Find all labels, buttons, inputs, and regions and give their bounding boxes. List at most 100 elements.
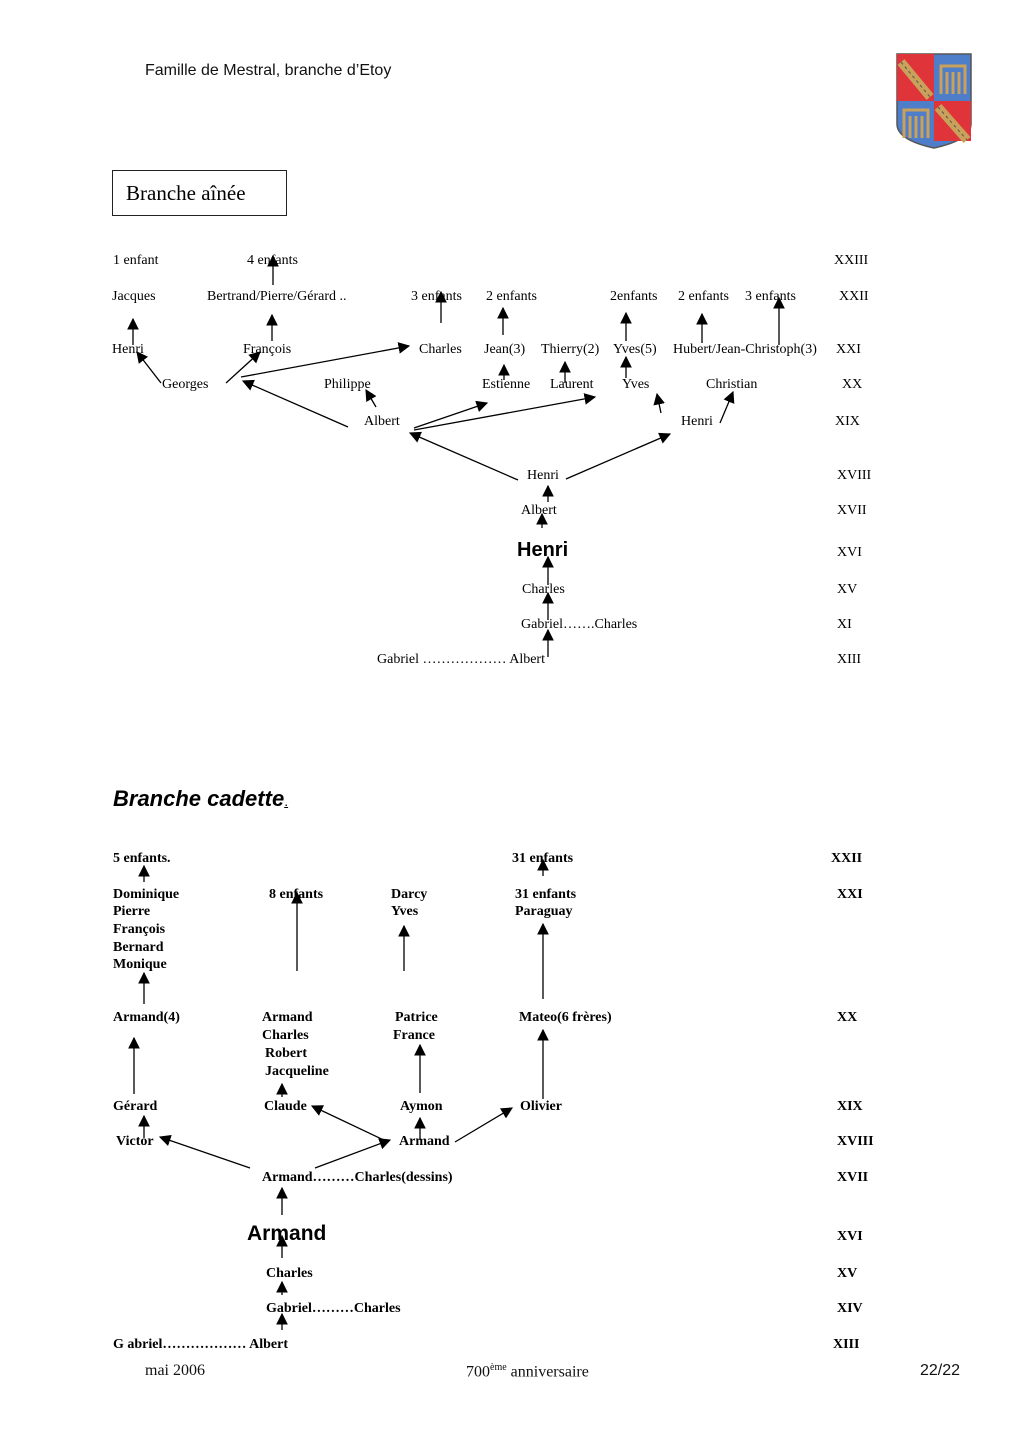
aine-generation-10: XIII xyxy=(837,652,861,667)
cadette-person-17: Patrice xyxy=(395,1010,438,1025)
cadette-person-25: Armand xyxy=(399,1134,450,1149)
cadette-labels: 5 enfants.31 enfantsDominiquePierreFranç… xyxy=(113,851,612,1352)
aine-person-6: 2enfants xyxy=(610,289,657,304)
aine-person-28: Gabriel…….Charles xyxy=(521,617,637,632)
aine-person-0: 1 enfant xyxy=(113,253,159,268)
cadette-person-2: Dominique xyxy=(113,887,179,902)
cadette-person-20: Gérard xyxy=(113,1099,158,1114)
aine-person-16: Georges xyxy=(162,377,208,392)
aine-arrow-10 xyxy=(365,388,377,408)
aine-person-23: Henri xyxy=(681,414,713,429)
aine-person-8: 3 enfants xyxy=(745,289,796,304)
aine-person-12: Jean(3) xyxy=(484,342,526,357)
aine-generation-4: XIX xyxy=(835,414,860,429)
aine-generation-8: XV xyxy=(837,582,857,597)
aine-person-18: Estienne xyxy=(482,377,530,392)
cadette-generation-7: XV xyxy=(837,1266,857,1281)
aine-arrows xyxy=(127,254,785,657)
cadette-person-15: Robert xyxy=(265,1046,307,1061)
aine-arrow-8 xyxy=(413,400,489,429)
branch-cadette-title: Branche cadette. xyxy=(113,786,289,811)
cadette-person-0: 5 enfants. xyxy=(113,851,171,866)
cadette-person-14: Charles xyxy=(262,1028,309,1043)
footer-date: mai 2006 xyxy=(145,1362,205,1379)
branch-aine-title: Branche aînée xyxy=(126,181,246,205)
cadette-arrow-8 xyxy=(454,1107,514,1143)
cadette-arrow-4 xyxy=(158,1134,251,1169)
cadette-person-29: Gabriel………Charles xyxy=(266,1301,401,1316)
aine-generation-5: XVIII xyxy=(837,468,872,483)
aine-arrow-13 xyxy=(225,351,261,384)
aine-person-10: François xyxy=(243,342,291,357)
cadette-person-23: Olivier xyxy=(520,1099,562,1114)
aine-person-29: Gabriel ……………… Albert xyxy=(377,652,545,667)
cadette-generation-5: XVII xyxy=(837,1170,868,1185)
cadette-person-10: 31 enfants xyxy=(515,887,577,902)
aine-generation-labels: XXIII XXII XXI XX XIX XVIII XVII XVI XV XI XIII xyxy=(834,253,872,667)
aine-person-3: Bertrand/Pierre/Gérard .. xyxy=(207,289,347,304)
aine-arrow-11 xyxy=(653,392,665,414)
aine-generation-6: XVII xyxy=(837,503,867,518)
cadette-generation-9: XIII xyxy=(833,1337,859,1352)
cadette-person-26: Armand………Charles(dessins) xyxy=(262,1170,453,1185)
cadette-arrow-6 xyxy=(310,1105,389,1143)
cadette-person-13: Armand xyxy=(262,1010,313,1025)
cadette-person-27: Armand xyxy=(247,1222,326,1245)
aine-person-25: Albert xyxy=(521,503,557,518)
cadette-person-11: Paraguay xyxy=(515,904,573,919)
aine-person-17: Philippe xyxy=(324,377,371,392)
cadette-person-4: François xyxy=(113,922,166,937)
aine-arrow-14 xyxy=(240,342,411,378)
branch-aine-box: Branche aînée xyxy=(112,170,287,216)
aine-person-27: Charles xyxy=(522,582,565,597)
aine-generation-2: XXI xyxy=(836,342,861,357)
aine-person-7: 2 enfants xyxy=(678,289,729,304)
aine-person-21: Christian xyxy=(706,377,757,392)
aine-person-13: Thierry(2) xyxy=(541,342,600,357)
cadette-generation-4: XVIII xyxy=(837,1134,874,1149)
aine-generation-3: XX xyxy=(842,377,862,392)
cadette-arrows xyxy=(128,858,549,1330)
cadette-person-1: 31 enfants xyxy=(512,851,574,866)
footer-anniversary: 700ème anniversaire xyxy=(466,1362,589,1381)
cadette-generation-0: XXII xyxy=(831,851,862,866)
aine-person-15: Hubert/Jean-Christoph(3) xyxy=(673,342,817,357)
cadette-person-30: G abriel……………… Albert xyxy=(113,1337,288,1352)
footer-page-number: 22/22 xyxy=(919,1362,960,1379)
aine-arrow-15 xyxy=(136,351,162,384)
aine-generation-9: XI xyxy=(837,617,852,632)
aine-arrow-6 xyxy=(565,432,672,480)
aine-arrow-12 xyxy=(719,390,735,424)
cadette-person-16: Jacqueline xyxy=(265,1064,329,1079)
aine-person-5: 2 enfants xyxy=(486,289,537,304)
aine-person-26: Henri xyxy=(517,539,568,561)
aine-generation-1: XXII xyxy=(839,289,869,304)
cadette-person-3: Pierre xyxy=(113,904,150,919)
cadette-person-9: Yves xyxy=(391,904,419,919)
cadette-person-7: 8 enfants xyxy=(269,887,324,902)
aine-arrow-7 xyxy=(241,379,349,428)
document-header: Famille de Mestral, branche d’Etoy xyxy=(145,62,392,79)
aine-person-4: 3 enfants xyxy=(411,289,462,304)
cadette-person-6: Monique xyxy=(113,957,167,972)
cadette-generation-6: XVI xyxy=(837,1229,863,1244)
aine-generation-0: XXIII xyxy=(834,253,869,268)
cadette-person-21: Claude xyxy=(264,1099,307,1114)
cadette-person-8: Darcy xyxy=(391,887,427,902)
aine-person-14: Yves(5) xyxy=(613,342,657,357)
aine-generation-7: XVI xyxy=(837,545,862,560)
cadette-person-18: France xyxy=(393,1028,435,1043)
cadette-generation-8: XIV xyxy=(837,1301,863,1316)
aine-person-9: Henri xyxy=(112,342,144,357)
aine-arrow-9 xyxy=(413,393,597,431)
cadette-person-28: Charles xyxy=(266,1266,313,1281)
aine-person-20: Yves xyxy=(622,377,649,392)
cadette-person-12: Armand(4) xyxy=(113,1010,180,1025)
family-crest xyxy=(896,53,972,149)
cadette-person-19: Mateo(6 frères) xyxy=(519,1010,612,1025)
cadette-person-22: Aymon xyxy=(400,1099,443,1114)
aine-person-11: Charles xyxy=(419,342,462,357)
